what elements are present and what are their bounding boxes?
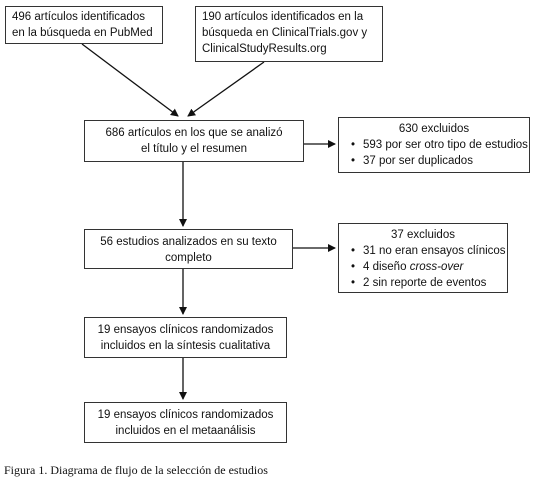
excluded-first-title: 630 excluidos — [398, 123, 470, 135]
excluded-second-item: 31 no eran ensayos clínicos — [351, 243, 506, 259]
box-pubmed-line1: 496 artículos identificados — [12, 11, 145, 23]
box-fulltext-line1: 56 estudios analizados en su texto — [100, 236, 277, 248]
excluded-second-item: 4 diseño cross-over — [351, 259, 501, 275]
excluded-second-list: 31 no eran ensayos clínicos 4 diseño cro… — [345, 243, 506, 291]
box-meta-line2: incluidos en el metaanálisis — [115, 425, 256, 437]
box-fulltext-line2: completo — [165, 252, 212, 264]
box-clinical-trials: 190 artículos identificados en la búsque… — [195, 6, 383, 62]
excluded-first-item: 593 por ser otro tipo de estudios — [351, 137, 528, 153]
figure-caption: Figura 1. Diagrama de flujo de la selecc… — [4, 463, 268, 477]
excluded-second-item: 2 sin reporte de eventos — [351, 275, 501, 291]
box-trials-line3: ClinicalStudyResults.org — [202, 43, 327, 55]
excluded-first-item: 37 por ser duplicados — [351, 153, 523, 169]
excluded-first-list: 593 por ser otro tipo de estudios 37 por… — [345, 137, 528, 169]
excluded-second-title: 37 excluidos — [391, 229, 455, 241]
box-pubmed-line2: en la búsqueda en PubMed — [12, 27, 153, 39]
box-fulltext: 56 estudios analizados en su texto compl… — [84, 229, 293, 269]
box-trials-line2: búsqueda en ClinicalTrials.gov y — [202, 27, 368, 39]
box-meta-line1: 19 ensayos clínicos randomizados — [97, 409, 274, 421]
box-meta-analysis: 19 ensayos clínicos randomizados incluid… — [84, 402, 287, 443]
arrow-pubmed-to-screened — [81, 43, 179, 117]
arrow-trials-to-screened — [187, 61, 265, 117]
box-qualitative-synthesis: 19 ensayos clínicos randomizados incluid… — [84, 317, 287, 358]
box-excluded-first: 630 excluidos 593 por ser otro tipo de e… — [338, 117, 530, 173]
box-trials-line1: 190 artículos identificados en la — [202, 11, 364, 23]
box-screened-line2: el título y el resumen — [140, 143, 248, 155]
box-screened-line1: 686 artículos en los que se analizó — [105, 127, 283, 139]
box-excluded-second: 37 excluidos 31 no eran ensayos clínicos… — [338, 223, 508, 293]
box-qualitative-line2: incluidos en la síntesis cualitativa — [100, 340, 271, 352]
box-pubmed: 496 artículos identificados en la búsque… — [5, 6, 163, 44]
box-qualitative-line1: 19 ensayos clínicos randomizados — [97, 324, 274, 336]
box-screened: 686 artículos en los que se analizó el t… — [84, 120, 304, 162]
